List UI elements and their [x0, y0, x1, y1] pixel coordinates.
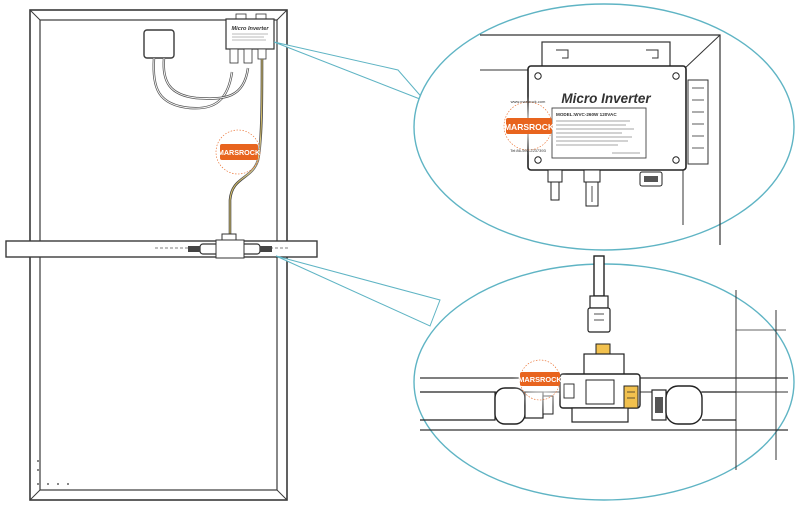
micro-inverter-small: Micro Inverter — [225, 13, 275, 64]
inverter-small-label: Micro Inverter — [232, 26, 270, 32]
watermark-bottom-logo — [520, 372, 560, 386]
watermark-small: MARSROCK — [208, 122, 268, 182]
callout-bottom — [275, 255, 441, 327]
ac-connector — [639, 171, 663, 187]
right-cable — [651, 385, 736, 425]
watermark-small-logo — [220, 144, 258, 160]
junction-box — [143, 29, 175, 59]
watermark-top-tel: Tel:86-592-2237393 — [510, 148, 546, 153]
drop-cable — [587, 255, 611, 333]
watermark-top-url: www.marsrock.com — [511, 99, 546, 104]
watermark-small-brand: MARSROCK — [218, 148, 261, 157]
watermark-top-brand: MARSROCK — [504, 122, 555, 132]
callout-top — [273, 41, 426, 102]
dc-cable-1 — [152, 57, 234, 110]
watermark-top-logo — [506, 118, 552, 134]
detail-title: Micro Inverter — [561, 91, 651, 106]
dc-connector-2 — [583, 169, 601, 207]
dc-connector-1 — [547, 169, 563, 201]
t-connector-detail — [559, 343, 641, 423]
watermark-bottom: MARSROCK — [512, 354, 568, 410]
watermark-top: MARSROCK www.marsrock.com Tel:86-592-223… — [498, 96, 558, 156]
detail-top: Micro Inverter MODEL:WVC-260W 120VAC — [413, 3, 795, 251]
watermark-bottom-brand: MARSROCK — [518, 375, 562, 384]
detail-bottom: MARSROCK — [413, 255, 795, 501]
t-connector-small — [188, 233, 272, 259]
nameplate-model: MODEL:WVC-260W 120VAC — [556, 112, 617, 117]
